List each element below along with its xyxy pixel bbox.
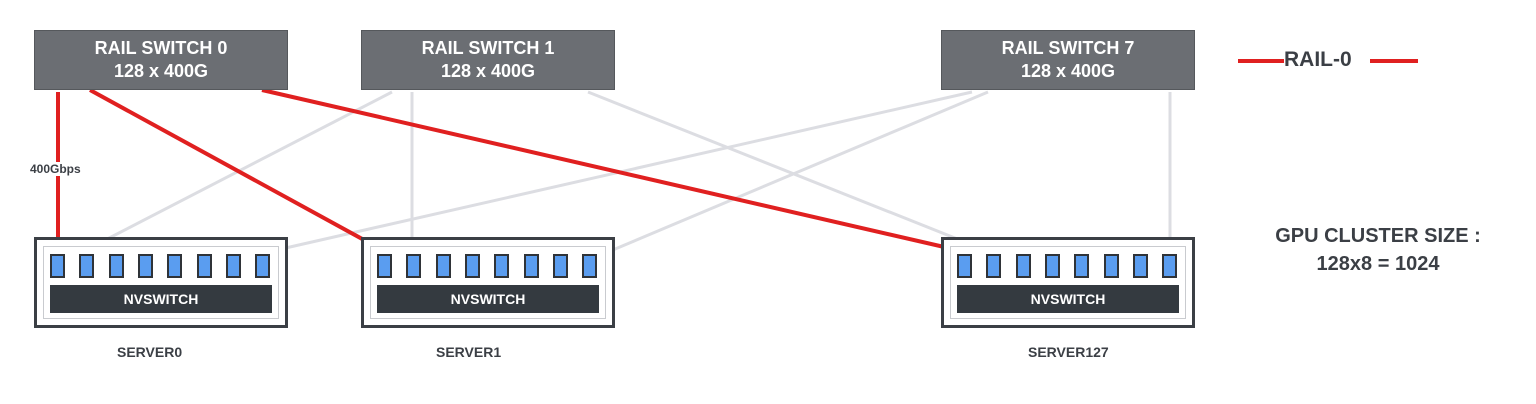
- rail0-link-server1: [89, 88, 387, 254]
- server-label: SERVER127: [1028, 344, 1109, 360]
- link-bandwidth-label: 400Gbps: [28, 162, 83, 176]
- legend: RAIL-0: [1238, 44, 1418, 78]
- gpu-port: [435, 254, 451, 278]
- gpu-port: [1074, 254, 1090, 278]
- gpu-port: [225, 254, 241, 278]
- switch-spec: 128 x 400G: [1020, 61, 1116, 81]
- rail-switch-1: RAIL SWITCH 1 128 x 400G: [361, 30, 615, 90]
- server-frame: [43, 246, 279, 319]
- legend-label: RAIL-0: [1284, 48, 1352, 71]
- gpu-port: [582, 254, 598, 278]
- rail-switch-7: RAIL SWITCH 7 128 x 400G: [941, 30, 1195, 90]
- server-0: NVSWITCH: [34, 237, 288, 328]
- switch-name: RAIL SWITCH 1: [421, 38, 555, 58]
- gpu-port: [255, 254, 271, 278]
- server-label: SERVER1: [436, 344, 502, 360]
- server-frame: [370, 246, 606, 319]
- gpu-port: [167, 254, 183, 278]
- gpu-port: [494, 254, 510, 278]
- server-frame: [950, 246, 1186, 319]
- gpu-port: [108, 254, 124, 278]
- nvswitch-bar: NVSWITCH: [957, 285, 1179, 313]
- gpu-port: [377, 254, 392, 278]
- gpu-port: [464, 254, 480, 278]
- switch-spec: 128 x 400G: [113, 61, 209, 81]
- gpu-port: [137, 254, 153, 278]
- gpu-port: [523, 254, 539, 278]
- gpu-port: [552, 254, 568, 278]
- legend-line-left: [1238, 59, 1284, 63]
- server-1: NVSWITCH: [361, 237, 615, 328]
- gpu-port: [50, 254, 65, 278]
- gpu-port: [986, 254, 1002, 278]
- gpu-port: [196, 254, 212, 278]
- gpu-port: [957, 254, 972, 278]
- gpu-port: [406, 254, 422, 278]
- server-label: SERVER0: [117, 344, 183, 360]
- switch-name: RAIL SWITCH 7: [1001, 38, 1135, 58]
- switch-spec: 128 x 400G: [440, 61, 536, 81]
- gpu-port: [1044, 254, 1060, 278]
- cluster-size-info: GPU CLUSTER SIZE : 128x8 = 1024: [1238, 222, 1518, 278]
- link-switch7-server1: [607, 90, 989, 254]
- gpu-port: [1132, 254, 1148, 278]
- cluster-size-title: GPU CLUSTER SIZE :: [1275, 225, 1481, 247]
- rail-switch-0: RAIL SWITCH 0 128 x 400G: [34, 30, 288, 90]
- switch-name: RAIL SWITCH 0: [94, 38, 228, 58]
- gpu-port: [1103, 254, 1119, 278]
- cluster-size-value: 128x8 = 1024: [1316, 253, 1440, 275]
- nvswitch-bar: NVSWITCH: [50, 285, 272, 313]
- server-127: NVSWITCH: [941, 237, 1195, 328]
- nvswitch-bar: NVSWITCH: [377, 285, 599, 313]
- rail0-link-server127: [261, 88, 967, 254]
- legend-line-right: [1370, 59, 1418, 63]
- gpu-port: [1162, 254, 1178, 278]
- gpu-port: [1015, 254, 1031, 278]
- gpu-port: [79, 254, 95, 278]
- link-switch1-server127: [587, 90, 991, 254]
